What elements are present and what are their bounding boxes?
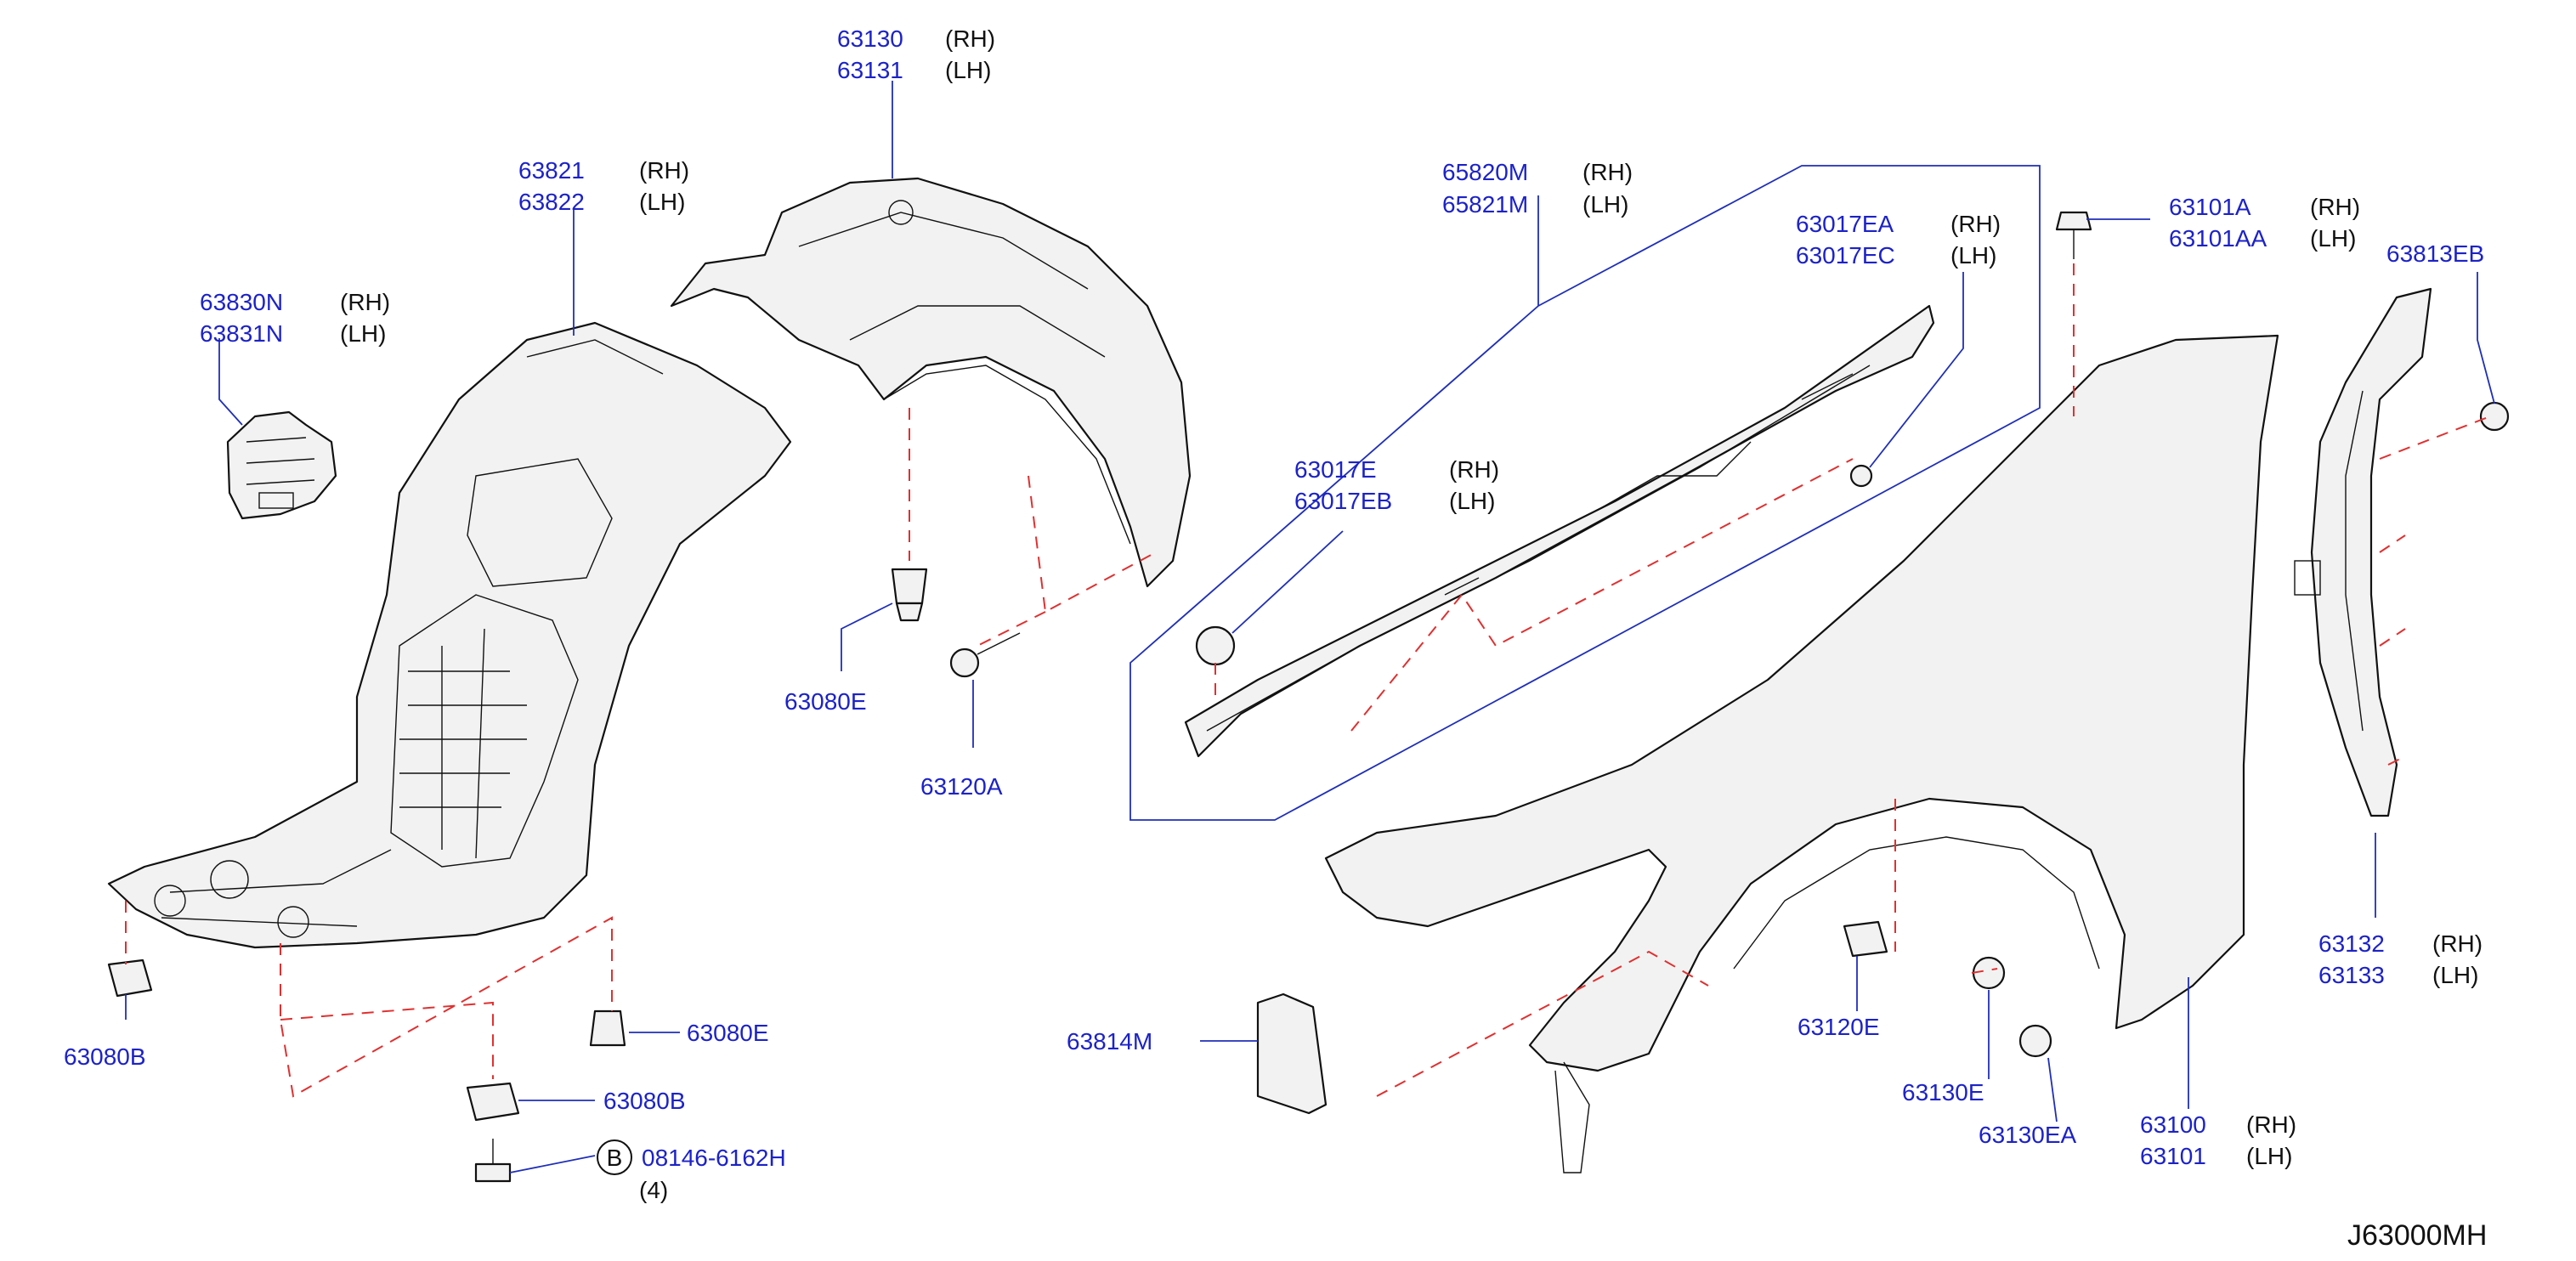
side-indicator: (RH): [340, 289, 390, 315]
side-indicator: (LH): [2432, 962, 2478, 988]
part-number: 63831N: [200, 320, 283, 347]
side-indicator: (RH): [2246, 1111, 2296, 1138]
side-indicator: (LH): [1950, 242, 1996, 269]
label-63130: 63130 (RH) 63131 (LH): [837, 25, 995, 83]
part-number: 63080B: [64, 1043, 146, 1070]
part-number: 63821: [518, 157, 585, 184]
label-63101A: 63101A (RH) 63101AA (LH): [2169, 194, 2360, 252]
label-63080E-top: 63080E: [784, 688, 867, 715]
part-number: 63130EA: [1979, 1122, 2077, 1148]
side-indicator: (RH): [2432, 930, 2483, 957]
part-number: 63080B: [603, 1088, 686, 1114]
fender-liner-rear-drawing: [670, 177, 1192, 588]
side-indicator: (RH): [1950, 211, 2001, 237]
label-63017EA: 63017EA (RH) 63017EC (LH): [1796, 211, 2001, 269]
side-indicator: (LH): [1449, 488, 1495, 514]
label-63017E: 63017E (RH) 63017EB (LH): [1294, 456, 1499, 514]
label-63100: 63100 (RH) 63101 (LH): [2140, 1111, 2296, 1169]
part-number: 63101: [2140, 1143, 2206, 1169]
label-63830N: 63830N (RH) 63831N (LH): [200, 289, 390, 347]
part-number: 63101AA: [2169, 225, 2267, 252]
part-number: 63100: [2140, 1111, 2206, 1138]
part-number: 63830N: [200, 289, 283, 315]
front-fender-drawing: [1324, 334, 2279, 1173]
side-indicator: (RH): [1582, 159, 1633, 185]
bolt-type-letter: B: [607, 1145, 623, 1171]
leader-lines: [125, 81, 2495, 1173]
part-number: 63101A: [2169, 194, 2251, 220]
part-number: 63131: [837, 57, 903, 83]
part-number: 63017EA: [1796, 211, 1894, 237]
label-63080E-bottom: 63080E: [687, 1020, 769, 1046]
side-indicator: (RH): [639, 157, 689, 184]
quantity: (4): [639, 1177, 668, 1203]
label-63080B-bottom: 63080B: [603, 1088, 686, 1114]
label-63813EB: 63813EB: [2386, 240, 2484, 267]
diagram-code: J63000MH: [2347, 1219, 2487, 1252]
part-number: 63822: [518, 189, 585, 215]
side-indicator: (LH): [639, 189, 685, 215]
part-number: 63132: [2318, 930, 2385, 957]
part-number: 63080E: [784, 688, 867, 715]
side-indicator: (RH): [2310, 194, 2360, 220]
label-63132: 63132 (RH) 63133 (LH): [2318, 930, 2483, 988]
label-63120E: 63120E: [1798, 1014, 1880, 1040]
part-number: 63813EB: [2386, 240, 2484, 267]
label-08146-6162H: B 08146-6162H (4): [597, 1139, 786, 1203]
part-number: 65820M: [1442, 159, 1528, 185]
side-indicator: (LH): [2310, 225, 2356, 252]
part-number: 63017EC: [1796, 242, 1895, 269]
part-number: 63130: [837, 25, 903, 52]
fender-pad-drawing: [1256, 992, 1328, 1115]
label-63120A: 63120A: [920, 773, 1003, 800]
side-indicator: (RH): [1449, 456, 1499, 483]
part-number: 63017E: [1294, 456, 1377, 483]
part-number: 63130E: [1902, 1079, 1984, 1105]
label-63814M: 63814M: [1067, 1028, 1152, 1055]
side-indicator: (RH): [945, 25, 995, 52]
side-indicator: (LH): [1582, 191, 1628, 218]
splash-shield-bracket-drawing: [226, 410, 337, 520]
label-63130E: 63130E: [1902, 1079, 1984, 1105]
part-number: 08146-6162H: [642, 1145, 786, 1171]
seal-strip-drawing: [1184, 304, 1935, 758]
bolt-type-circle: [597, 1139, 632, 1175]
label-65820M: 65820M (RH) 65821M (LH): [1442, 159, 1633, 218]
front-fender-liner-drawing: [107, 321, 792, 949]
part-number: 63080E: [687, 1020, 769, 1046]
part-number: 63120E: [1798, 1014, 1880, 1040]
part-number: 63133: [2318, 962, 2385, 988]
label-63080B-left: 63080B: [64, 1043, 146, 1070]
label-63821: 63821 (RH) 63822 (LH): [518, 157, 689, 215]
part-number: 65821M: [1442, 191, 1528, 218]
fender-side-bracket-drawing: [2294, 287, 2432, 817]
part-number: 63120A: [920, 773, 1003, 800]
dashed-guides: [125, 263, 2491, 1098]
part-number: 63814M: [1067, 1028, 1152, 1055]
side-indicator: (LH): [340, 320, 386, 347]
side-indicator: (LH): [2246, 1143, 2292, 1169]
side-indicator: (LH): [945, 57, 991, 83]
label-63130EA: 63130EA: [1979, 1122, 2077, 1148]
part-number: 63017EB: [1294, 488, 1392, 514]
fasteners-drawing: [107, 211, 2510, 1183]
